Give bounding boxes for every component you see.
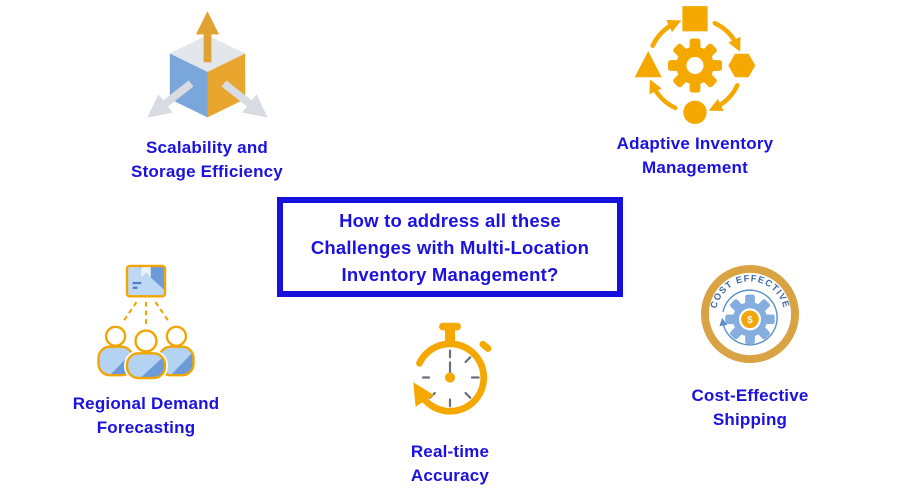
- feature-realtime: Real-time Accuracy: [350, 320, 550, 488]
- label-scalability-line1: Scalability and: [145, 138, 269, 157]
- label-realtime-line2: Accuracy: [410, 466, 490, 485]
- question-box: How to address all these Challenges with…: [277, 197, 623, 297]
- label-adaptive-line1: Adaptive Inventory: [616, 134, 774, 153]
- label-cost-line1: Cost-Effective: [691, 386, 809, 405]
- stopwatch-rewind-icon: [413, 322, 492, 415]
- shapes-cycle-gear-icon: [634, 6, 756, 124]
- package-audience-group-icon: [97, 264, 195, 380]
- feature-regional: Regional Demand Forecasting: [26, 264, 266, 440]
- feature-scalability: Scalability and Storage Efficiency: [87, 8, 327, 184]
- question-line3: Inventory Management?: [341, 263, 559, 285]
- label-realtime-line1: Real-time: [410, 442, 490, 461]
- label-scalability-line2: Storage Efficiency: [131, 162, 283, 181]
- question-text: How to address all these Challenges with…: [311, 207, 589, 288]
- gear-glyph: [668, 38, 722, 93]
- label-regional-line2: Forecasting: [96, 418, 196, 437]
- cube-expansion-arrows-icon: [146, 11, 268, 118]
- question-line2: Challenges with Multi-Location: [310, 236, 590, 258]
- label-cost-line2: Shipping: [712, 410, 788, 429]
- label-adaptive-line2: Management: [642, 158, 748, 177]
- badge-gear: $: [725, 294, 775, 345]
- dollar-sign: $: [747, 315, 753, 326]
- question-line1: How to address all these: [339, 209, 561, 231]
- feature-cost: COST EFFECTIVE $: [630, 261, 870, 432]
- feature-adaptive: Adaptive Inventory Management: [575, 6, 815, 180]
- label-regional-line1: Regional Demand: [72, 394, 220, 413]
- cost-effective-gear-badge-icon: COST EFFECTIVE $: [700, 264, 800, 364]
